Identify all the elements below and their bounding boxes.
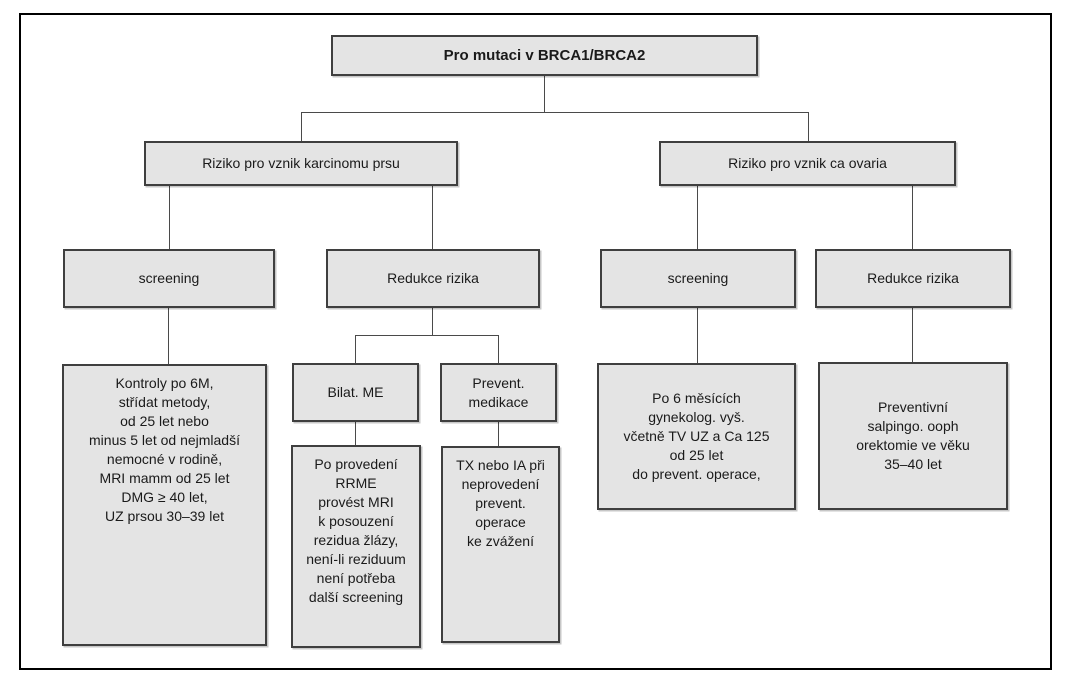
connector-drop-ovarian-screening-detail <box>697 308 698 363</box>
connector-drop-breast-screening-detail <box>168 308 169 364</box>
connector-drop-ovarian-reduction-detail <box>912 308 913 362</box>
connector-drop-ovarian-screening <box>697 186 698 249</box>
connector-root-stem <box>544 76 545 112</box>
node-root: Pro mutaci v BRCA1/BRCA2 <box>331 35 758 76</box>
connector-drop-preventive-medication-detail <box>498 422 499 446</box>
node-preventive-medication: Prevent. medikace <box>440 363 557 422</box>
node-breast-screening: screening <box>63 249 275 308</box>
node-breast-reduction: Redukce rizika <box>326 249 540 308</box>
connector-drop-breast-screening <box>169 186 170 249</box>
node-breast-screening-detail: Kontroly po 6M, střídat metody, od 25 le… <box>62 364 267 646</box>
node-bilateral-me: Bilat. ME <box>292 363 419 422</box>
connector-root-tee <box>301 112 809 113</box>
connector-drop-bilateral-me <box>355 335 356 363</box>
node-ovarian-screening-detail: Po 6 měsících gynekolog. vyš. včetně TV … <box>597 363 796 510</box>
connector-drop-breast-reduction <box>432 186 433 249</box>
node-ovarian-reduction-detail: Preventivní salpingo. ooph orektomie ve … <box>818 362 1008 510</box>
connector-drop-ovarian-risk <box>808 112 809 141</box>
node-preventive-medication-detail: TX nebo IA při neprovedení prevent. oper… <box>441 446 560 643</box>
node-ovarian-risk: Riziko pro vznik ca ovaria <box>659 141 956 186</box>
connector-breast-reduction-stem <box>432 308 433 335</box>
node-bilateral-me-detail: Po provedení RRME provést MRI k posouzen… <box>291 445 421 648</box>
connector-drop-preventive-medication <box>498 335 499 363</box>
connector-drop-breast-risk <box>301 112 302 141</box>
node-breast-risk: Riziko pro vznik karcinomu prsu <box>144 141 458 186</box>
connector-breast-reduction-tee <box>355 335 499 336</box>
connector-drop-bilateral-me-detail <box>355 422 356 445</box>
connector-drop-ovarian-reduction <box>912 186 913 249</box>
node-ovarian-reduction: Redukce rizika <box>815 249 1011 308</box>
node-ovarian-screening: screening <box>600 249 796 308</box>
